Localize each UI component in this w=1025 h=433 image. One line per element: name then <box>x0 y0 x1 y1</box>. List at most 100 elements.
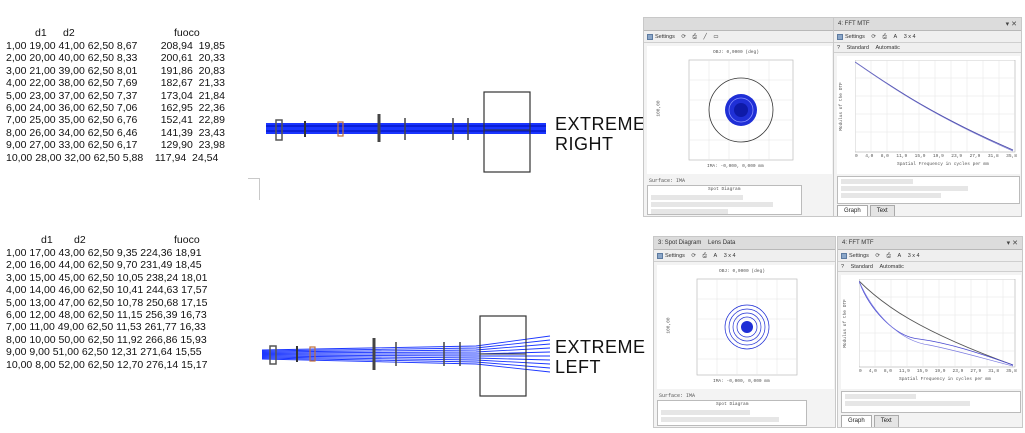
table-row: 8,00 26,00 34,00 62,50 6,46 141,39 23,43 <box>6 126 225 139</box>
tab-lens-data[interactable]: Lens Data <box>708 240 736 246</box>
x-tick: 0 <box>855 154 858 159</box>
table-row: 6,00 12,00 48,00 62,50 11,15 256,39 16,7… <box>6 309 207 322</box>
lens-element <box>275 119 283 141</box>
automatic-dropdown[interactable]: Automatic <box>879 264 904 270</box>
x-tick: 27,9 <box>970 369 982 374</box>
mtf-panel-bottom: 4: FFT MTF ▾ ✕ Settings ⟳ ⎙ A 3 x 4 ? St… <box>837 236 1023 428</box>
label-line: EXTREME <box>555 337 646 357</box>
layout-selector[interactable]: 3 x 4 <box>723 253 736 259</box>
spot-plot <box>696 278 798 376</box>
tab-fft-mtf[interactable]: 4: FFT MTF <box>842 240 874 246</box>
spot-info-block: Spot Diagram <box>657 400 807 426</box>
x-tick: 15,9 <box>914 154 926 159</box>
mtf-plot <box>859 279 1016 368</box>
refresh-icon[interactable]: ⟳ <box>691 253 697 259</box>
table-row: 7,00 25,00 35,00 62,50 6,76 152,41 22,89 <box>6 114 225 127</box>
label-line: RIGHT <box>555 134 614 154</box>
draw-line-icon[interactable]: ╱ <box>703 34 707 40</box>
lens-element <box>309 346 316 362</box>
layout-selector[interactable]: 3 x 4 <box>907 253 920 259</box>
header-d2: d2 <box>63 27 75 39</box>
help-icon[interactable]: ? <box>837 45 841 51</box>
table-row: 2,00 20,00 40,00 62,50 8,33 200,61 20,33 <box>6 52 225 65</box>
spot-plot <box>688 59 794 161</box>
table-row: 2,00 16,00 44,00 62,50 9,70 231,49 18,45 <box>6 259 202 272</box>
text-icon[interactable]: A <box>897 253 902 259</box>
header-d1: d1 <box>35 27 47 39</box>
tab-graph[interactable]: Graph <box>837 205 868 216</box>
settings-label: Settings <box>655 34 675 40</box>
refresh-icon[interactable]: ⟳ <box>875 253 881 259</box>
x-tick: 8,0 <box>880 154 889 159</box>
print-icon[interactable]: ⎙ <box>702 253 707 259</box>
settings-button[interactable]: Settings <box>647 31 675 43</box>
print-icon[interactable]: ⎙ <box>692 34 697 40</box>
x-tick: 23,9 <box>952 369 964 374</box>
table-row: 5,00 23,00 37,00 62,50 7,37 173,04 21,84 <box>6 89 225 102</box>
print-icon[interactable]: ⎙ <box>886 253 891 259</box>
automatic-dropdown[interactable]: Automatic <box>875 45 900 51</box>
y-axis-label: Modulus of the OTF <box>838 82 844 131</box>
ray-bundle <box>261 335 551 373</box>
tab-text[interactable]: Text <box>873 415 899 427</box>
sub-toolbar: ? Standard Automatic <box>834 43 1021 53</box>
table-row: 10,00 28,00 32,00 62,50 5,88 117,94 24,5… <box>6 151 219 164</box>
spot-info-block: Spot Diagram <box>647 185 802 215</box>
scale-label: 100,00 <box>666 317 672 334</box>
tab-text[interactable]: Text <box>869 205 895 216</box>
x-tick-labels: 0 4,0 8,0 11,9 15,9 19,9 23,9 27,9 31,8 … <box>859 369 1017 374</box>
settings-button[interactable]: Settings <box>837 31 865 43</box>
label-line: EXTREME <box>555 114 646 134</box>
y-axis-label: Modulus of the OTF <box>842 299 848 348</box>
table-header: d1 d2 fuoco <box>6 234 207 247</box>
settings-label: Settings <box>849 253 869 259</box>
x-tick: 31,8 <box>988 369 1000 374</box>
tab-bar <box>644 18 833 31</box>
settings-icon <box>841 252 847 259</box>
layout-selector[interactable]: 3 x 4 <box>903 34 916 40</box>
header-d1: d1 <box>41 234 53 246</box>
spot-diagram-canvas[interactable]: OBJ: 0,0000 (deg) 100,00 IMA: -0,000, 0,… <box>657 265 834 389</box>
settings-icon <box>837 33 843 40</box>
window-controls[interactable]: ▾ ✕ <box>1005 21 1017 28</box>
tab-fft-mtf[interactable]: 4: FFT MTF <box>838 21 870 27</box>
spot-caption: Spot Diagram <box>716 402 749 407</box>
sub-toolbar: ? Standard Automatic <box>838 262 1022 272</box>
refresh-icon[interactable]: ⟳ <box>871 34 877 40</box>
settings-button[interactable]: Settings <box>841 250 869 262</box>
tab-bar: 3: Spot Diagram Lens Data <box>654 237 835 250</box>
window-controls[interactable]: ▾ ✕ <box>1006 240 1018 247</box>
x-tick: 19,9 <box>932 154 944 159</box>
rectangle-icon[interactable]: ▭ <box>713 34 719 40</box>
mtf-canvas[interactable]: Modulus of the OTF 0 4,0 8,0 11,9 15,9 1… <box>841 275 1021 389</box>
refresh-icon[interactable]: ⟳ <box>681 34 687 40</box>
mtf-curve <box>859 280 1014 366</box>
table-row: 7,00 11,00 49,00 62,50 11,53 261,77 16,3… <box>6 321 206 334</box>
table-row: 6,00 24,00 36,00 62,50 7,06 162,95 22,36 <box>6 102 225 115</box>
print-icon[interactable]: ⎙ <box>882 34 887 40</box>
x-tick: 4,0 <box>865 154 874 159</box>
lens-layout-extreme-left <box>261 315 551 397</box>
mtf-canvas[interactable]: Modulus of the OTF 0 4,0 8,0 11,9 15,9 1… <box>837 56 1020 174</box>
settings-label: Settings <box>845 34 865 40</box>
image-coord-label: IMA: -0,000, 0,000 mm <box>713 379 770 384</box>
tab-spot-diagram[interactable]: 3: Spot Diagram <box>658 240 702 246</box>
text-icon[interactable]: A <box>893 34 898 40</box>
standard-dropdown[interactable]: Standard <box>846 45 869 51</box>
standard-dropdown[interactable]: Standard <box>850 264 873 270</box>
mtf-curve <box>859 280 1014 367</box>
header-fuoco: fuoco <box>174 27 200 39</box>
tab-graph[interactable]: Graph <box>841 415 872 427</box>
ray-bundle <box>266 123 546 134</box>
text-icon[interactable]: A <box>713 253 718 259</box>
x-axis-label: Spatial Frequency in cycles per mm <box>899 377 991 382</box>
help-icon[interactable]: ? <box>841 264 845 270</box>
scale-label: 100,00 <box>656 100 662 117</box>
x-tick: 11,9 <box>899 369 910 374</box>
mtf-info-block <box>837 176 1020 204</box>
settings-button[interactable]: Settings <box>657 250 685 262</box>
spot-diagram-canvas[interactable]: OBJ: 0,0000 (deg) 100,00 IMA: -0,000, 0,… <box>647 46 832 174</box>
x-tick: 4,0 <box>868 369 877 374</box>
toolbar: Settings ⟳ ⎙ A 3 x 4 <box>838 250 1022 262</box>
